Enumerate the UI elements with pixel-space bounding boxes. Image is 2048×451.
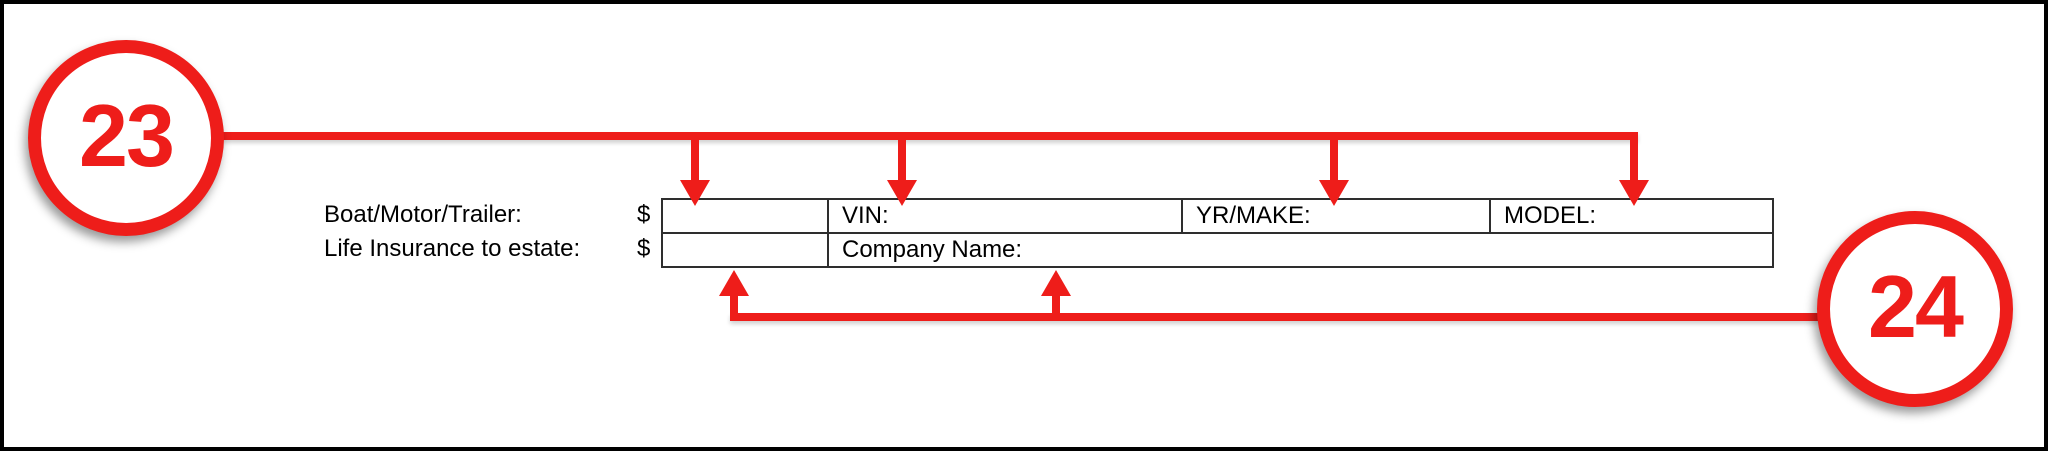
cell-model-field[interactable]: MODEL: <box>1489 198 1774 234</box>
callout-23-number: 23 <box>79 86 175 185</box>
table-row: VIN: YR/MAKE: MODEL: <box>661 198 1774 234</box>
arrow-stem <box>1052 296 1060 321</box>
arrow-stem <box>691 134 699 180</box>
arrow-stem <box>898 134 906 180</box>
table-row: Company Name: <box>661 232 1774 268</box>
arrow-stem <box>730 296 738 321</box>
label-life-insurance: Life Insurance to estate: <box>324 235 581 262</box>
arrow-stem <box>1330 134 1338 180</box>
callout-23-badge: 23 <box>28 40 224 236</box>
connector-line-24 <box>730 313 1820 321</box>
form-row-labels: Boat/Motor/Trailer: Life Insurance to es… <box>324 198 580 266</box>
cell-vin-field[interactable]: VIN: <box>827 198 1183 234</box>
label-boat-motor-trailer: Boat/Motor/Trailer: <box>324 201 522 228</box>
dollar-sign-boat: $ <box>637 201 651 228</box>
callout-24-number: 24 <box>1868 257 1964 356</box>
arrow-head <box>1319 180 1349 206</box>
connector-line-23 <box>216 132 1638 140</box>
cell-company-name-field[interactable]: Company Name: <box>827 232 1774 268</box>
callout-24-badge: 24 <box>1817 211 2013 407</box>
arrow-head <box>680 180 710 206</box>
dollar-sign-life: $ <box>637 235 651 262</box>
cell-amount-life-field[interactable] <box>661 232 829 268</box>
arrow-head <box>1041 270 1071 296</box>
arrow-head <box>719 270 749 296</box>
asset-form-table: VIN: YR/MAKE: MODEL: Company Name: <box>661 198 1774 268</box>
arrow-head <box>1619 180 1649 206</box>
arrow-head <box>887 180 917 206</box>
currency-symbols: $ $ <box>637 198 650 266</box>
arrow-stem <box>1630 132 1638 180</box>
